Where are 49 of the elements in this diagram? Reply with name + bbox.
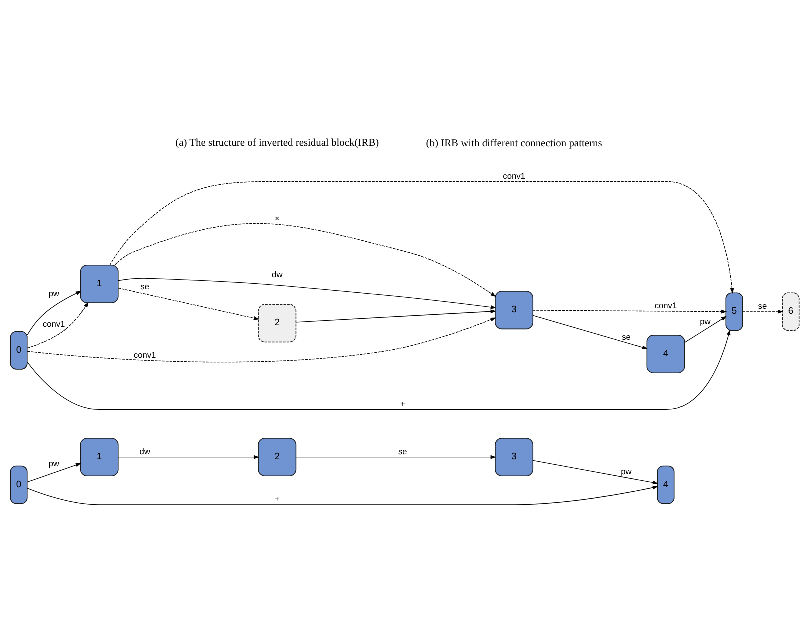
edge-label: se (140, 281, 150, 292)
label: (b) IRB with different connection patterns (426, 138, 602, 150)
edge-label: se (398, 446, 408, 457)
arrow (114, 224, 496, 298)
arrow (27, 318, 496, 363)
edge-label: + (274, 494, 280, 504)
arrow (27, 302, 89, 349)
node-box: 0 (10, 466, 28, 504)
edge-label: pw (700, 316, 711, 326)
node-box: 3 (495, 438, 534, 477)
edge-label: se (758, 301, 768, 312)
arrow (532, 310, 728, 314)
label: (a) The structure of inverted residual block(IRB) (176, 138, 380, 150)
node-box: 2 (258, 304, 297, 343)
edge-label: conv1 (503, 170, 526, 181)
node-box: 4 (646, 335, 686, 374)
node-box: 0 (10, 331, 28, 370)
edge-label: dw (140, 446, 150, 457)
arrow (27, 291, 82, 336)
edge-label: pw (48, 458, 60, 469)
node-box: 1 (80, 264, 119, 304)
node-box: 3 (495, 291, 534, 330)
node-box: 4 (657, 466, 675, 504)
arrow (118, 278, 496, 310)
edge-label: conv1 (654, 300, 678, 311)
arrow (532, 460, 659, 485)
edge-label: se (622, 332, 631, 342)
arrow (27, 463, 82, 483)
arrow (118, 455, 260, 460)
node-box: 1 (80, 438, 119, 477)
edge-label: conv1 (134, 350, 156, 360)
arrow (296, 310, 496, 323)
arrow (684, 316, 727, 344)
edge-label: pw (621, 466, 632, 476)
arrow (27, 486, 659, 506)
arrow (742, 310, 784, 314)
node-box: 6 (782, 292, 800, 332)
edge-label: pw (48, 288, 60, 299)
edge-label: × (274, 213, 280, 224)
edge-label: conv1 (42, 318, 66, 329)
arrow (532, 315, 648, 350)
edge-label: dw (272, 269, 283, 280)
node-box: 5 (726, 292, 744, 332)
arrow (27, 330, 731, 410)
arrow (110, 181, 734, 294)
edge-label: + (400, 399, 406, 409)
node-box: 2 (258, 438, 297, 477)
arrow (296, 455, 496, 460)
arrow (118, 288, 260, 320)
